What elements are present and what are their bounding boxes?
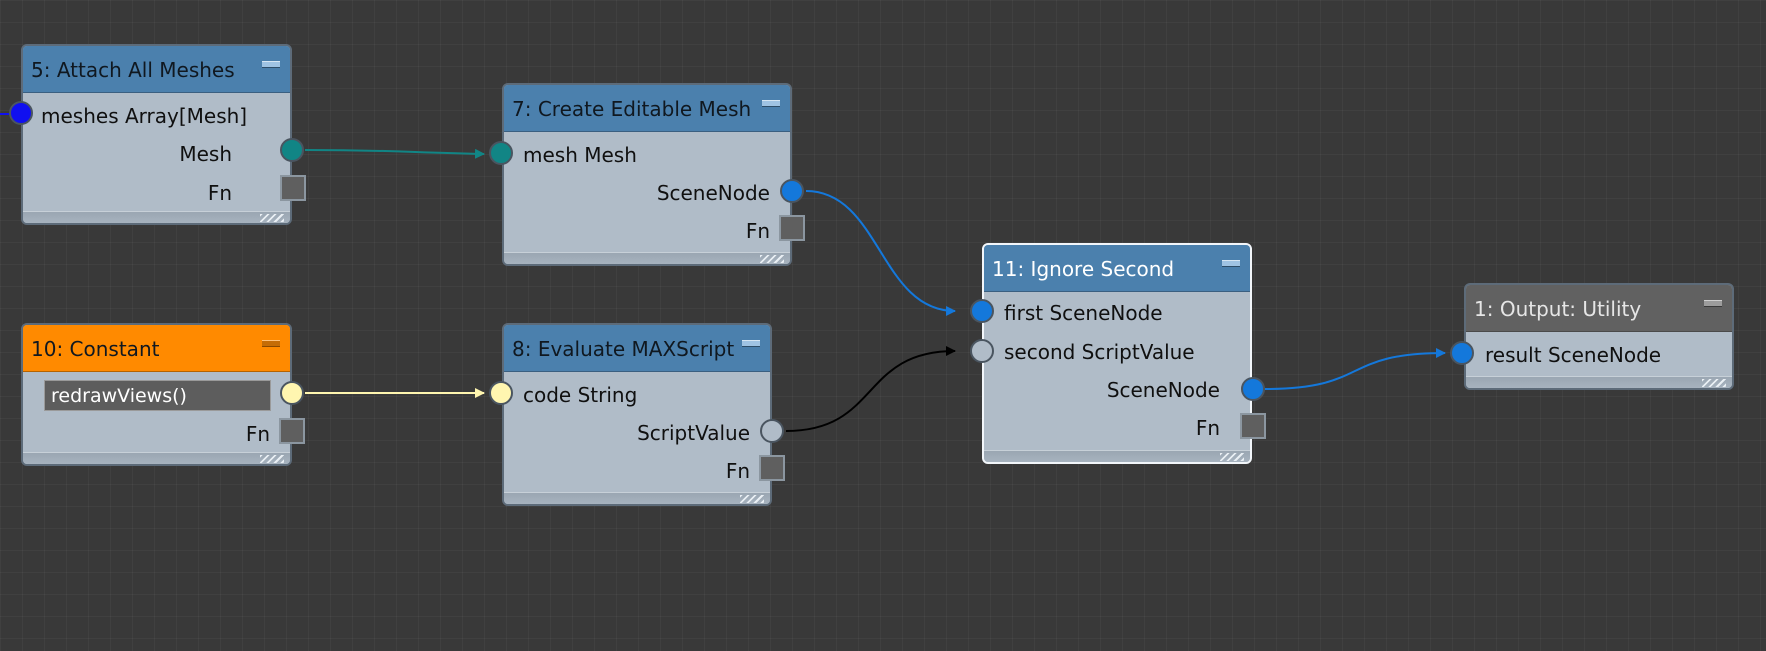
input-port-result[interactable]	[1450, 341, 1474, 365]
input-port-mesh[interactable]	[489, 141, 513, 165]
port-label-fn: Fn	[1195, 416, 1220, 440]
input-port-first[interactable]	[970, 299, 994, 323]
node-evaluate-maxscript[interactable]: 8: Evaluate MAXScript code String Script…	[502, 323, 772, 506]
port-label-mesh: Mesh	[179, 142, 232, 166]
node-header[interactable]: 8: Evaluate MAXScript	[504, 325, 770, 372]
resize-grip-icon[interactable]	[260, 214, 284, 222]
port-label-scenenode: SceneNode	[656, 181, 770, 205]
output-port-scenenode[interactable]	[1241, 377, 1265, 401]
output-port-mesh[interactable]	[280, 138, 304, 162]
port-label-first: first SceneNode	[1004, 301, 1163, 325]
port-label-fn: Fn	[745, 219, 770, 243]
collapse-icon[interactable]	[1222, 260, 1240, 267]
node-footer	[984, 450, 1250, 462]
port-label-second: second ScriptValue	[1004, 340, 1195, 364]
node-header[interactable]: 1: Output: Utility	[1466, 285, 1732, 332]
port-label-scenenode: SceneNode	[1106, 378, 1220, 402]
collapse-icon[interactable]	[262, 340, 280, 347]
fn-port[interactable]	[779, 215, 805, 241]
collapse-icon[interactable]	[1704, 300, 1722, 307]
constant-value-field[interactable]: redrawViews()	[44, 380, 271, 411]
output-port-scenenode[interactable]	[780, 179, 804, 203]
collapse-icon[interactable]	[262, 61, 280, 68]
output-port-scriptvalue[interactable]	[760, 419, 784, 443]
node-header[interactable]: 5: Attach All Meshes	[23, 46, 290, 93]
node-header[interactable]: 10: Constant	[23, 325, 290, 372]
node-constant[interactable]: 10: Constant redrawViews() Fn	[21, 323, 292, 466]
node-create-editable-mesh[interactable]: 7: Create Editable Mesh mesh Mesh SceneN…	[502, 83, 792, 266]
node-title: 5: Attach All Meshes	[31, 58, 235, 82]
fn-port[interactable]	[1240, 413, 1266, 439]
input-port-second[interactable]	[970, 339, 994, 363]
fn-port[interactable]	[280, 175, 306, 201]
node-footer	[504, 252, 790, 264]
resize-grip-icon[interactable]	[260, 455, 284, 463]
wire-mesh[interactable]	[304, 148, 485, 159]
fn-port[interactable]	[279, 418, 305, 444]
node-header[interactable]: 11: Ignore Second	[984, 245, 1250, 292]
node-output-utility[interactable]: 1: Output: Utility result SceneNode	[1464, 283, 1734, 390]
port-label-meshes: meshes Array[Mesh]	[41, 104, 248, 128]
node-title: 1: Output: Utility	[1474, 297, 1642, 321]
port-label-fn: Fn	[725, 459, 750, 483]
resize-grip-icon[interactable]	[1702, 379, 1726, 387]
node-title: 8: Evaluate MAXScript	[512, 337, 735, 361]
node-footer	[504, 492, 770, 504]
node-footer	[23, 452, 290, 464]
node-title: 10: Constant	[31, 337, 160, 361]
resize-grip-icon[interactable]	[760, 255, 784, 263]
node-attach-all-meshes[interactable]: 5: Attach All Meshes meshes Array[Mesh] …	[21, 44, 292, 225]
port-label-scriptvalue: ScriptValue	[637, 421, 750, 445]
node-ignore-second[interactable]: 11: Ignore Second first SceneNode second…	[982, 243, 1252, 464]
node-footer	[23, 211, 290, 223]
node-header[interactable]: 7: Create Editable Mesh	[504, 85, 790, 132]
collapse-icon[interactable]	[742, 340, 760, 347]
resize-grip-icon[interactable]	[740, 495, 764, 503]
input-port-code[interactable]	[489, 381, 513, 405]
input-port-meshes[interactable]	[9, 101, 33, 125]
wire-scenenode-result[interactable]	[1264, 348, 1446, 390]
resize-grip-icon[interactable]	[1220, 453, 1244, 461]
port-label-code: code String	[523, 383, 638, 407]
port-label-fn: Fn	[207, 181, 232, 205]
wire-scenenode-first[interactable]	[805, 190, 956, 316]
collapse-icon[interactable]	[762, 100, 780, 107]
node-title: 7: Create Editable Mesh	[512, 97, 752, 121]
port-label-mesh: mesh Mesh	[523, 143, 637, 167]
fn-port[interactable]	[759, 455, 785, 481]
port-label-result: result SceneNode	[1485, 343, 1662, 367]
node-title: 11: Ignore Second	[992, 257, 1175, 281]
node-footer	[1466, 376, 1732, 388]
port-label-fn: Fn	[245, 422, 270, 446]
wire-scriptvalue-second[interactable]	[785, 346, 956, 432]
output-port-value[interactable]	[280, 381, 304, 405]
